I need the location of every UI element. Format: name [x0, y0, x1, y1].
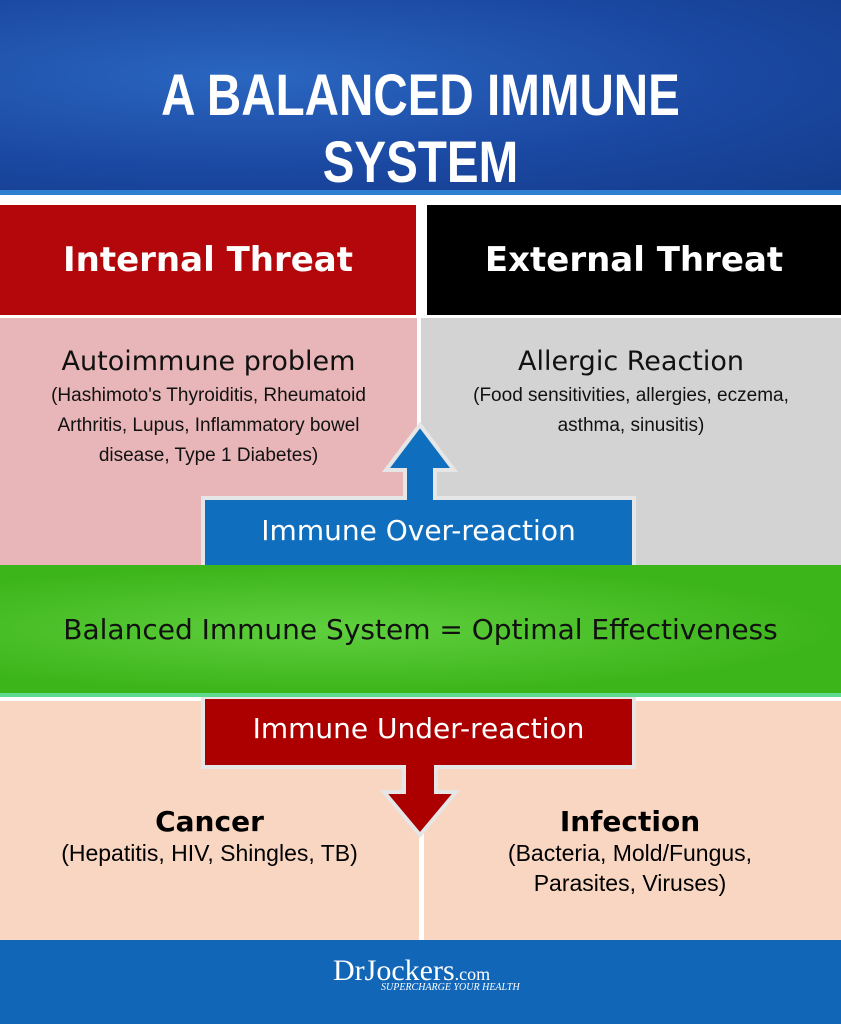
cancer-block: Cancer (Hepatitis, HIV, Shingles, TB) — [0, 805, 419, 868]
autoimmune-title: Autoimmune problem — [61, 346, 356, 377]
infection-detail: (Bacteria, Mold/Fungus, Parasites, Virus… — [507, 840, 753, 896]
balanced-label: Balanced Immune System = Optimal Effecti… — [63, 612, 778, 646]
drjockers-logo: DrJockers.com SUPERCHARGE YOUR HEALTH — [333, 954, 520, 993]
cancer-detail: (Hepatitis, HIV, Shingles, TB) — [61, 840, 358, 866]
internal-threat-heading: Internal Threat — [0, 205, 416, 315]
over-reaction-label: Immune Over-reaction — [261, 514, 576, 547]
header-banner — [0, 0, 841, 195]
page-title: A BALANCED IMMUNE SYSTEM — [161, 63, 680, 195]
autoimmune-detail: (Hashimoto's Thyroiditis, Rheumatoid Art… — [51, 385, 366, 466]
down-arrow-icon — [201, 695, 636, 839]
external-threat-heading: External Threat — [427, 205, 841, 315]
infection-block: Infection (Bacteria, Mold/Fungus, Parasi… — [470, 805, 790, 898]
up-arrow-icon — [201, 421, 636, 569]
cancer-title: Cancer — [155, 805, 264, 838]
infection-title: Infection — [559, 805, 701, 838]
footer: DrJockers.com SUPERCHARGE YOUR HEALTH — [0, 940, 841, 1024]
allergic-detail: (Food sensitivities, allergies, eczema, … — [473, 385, 789, 436]
allergic-title: Allergic Reaction — [517, 346, 745, 377]
balanced-band: Balanced Immune System = Optimal Effecti… — [0, 565, 841, 697]
under-reaction-label: Immune Under-reaction — [252, 712, 585, 745]
